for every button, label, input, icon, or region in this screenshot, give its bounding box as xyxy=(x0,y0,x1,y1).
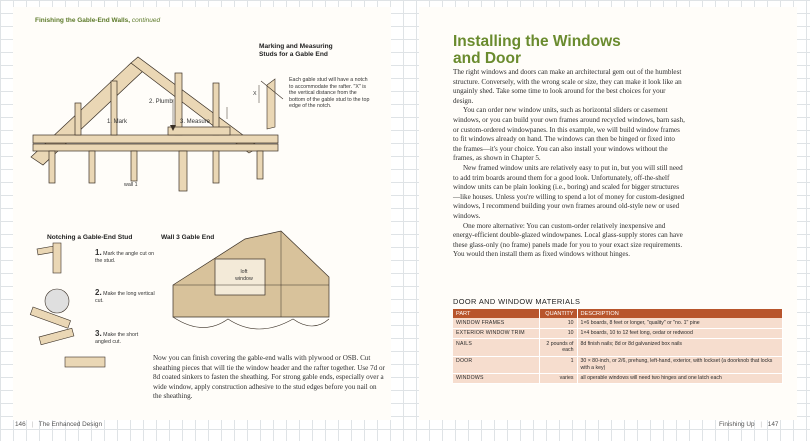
cell-part: NAILS xyxy=(453,338,540,357)
top-plate xyxy=(32,134,279,144)
running-head-title: Finishing the Gable-End Walls, xyxy=(35,17,131,24)
step-mark-label: 1. Mark xyxy=(107,119,128,125)
running-head-continued: continued xyxy=(131,17,161,24)
paragraph-4: One more alternative: You can custom-ord… xyxy=(453,221,683,259)
table-row: DOOR 1 30 × 80-inch, or 2/6, prehung, le… xyxy=(453,356,783,374)
wall-label: wall 1 xyxy=(124,182,138,188)
right-footer-title: Finishing Up xyxy=(719,421,755,428)
notch-step3-text: Make the short angled cut. xyxy=(95,332,139,345)
marking-figure-title: Marking and Measuring Studs for a Gable … xyxy=(259,43,333,59)
label-x: X xyxy=(253,91,257,97)
cell-part: WINDOW FRAMES xyxy=(453,318,540,329)
notch-step3-num: 3. xyxy=(95,329,102,338)
running-head: Finishing the Gable-End Walls, continued xyxy=(35,17,160,24)
left-footer: 146 | The Enhanced Design xyxy=(15,421,103,428)
cell-desc: 1×6 boards, 8 feet or longer, "quality" … xyxy=(577,318,783,329)
cell-part: DOOR xyxy=(453,356,540,374)
left-page: Finishing the Gable-End Walls, continued xyxy=(13,7,391,428)
table-row: NAILS 2 pounds of each 8d finish nails; … xyxy=(453,338,783,357)
right-page: Installing the Windows and Door The righ… xyxy=(419,7,797,428)
header-part: PART xyxy=(453,309,540,318)
right-body-text: The right windows and doors can make an … xyxy=(453,68,685,260)
loft-window-label: loft window xyxy=(235,269,253,282)
cell-qty: 10 xyxy=(539,328,578,340)
header-quantity: QUANTITY xyxy=(539,309,578,318)
cell-part: EXTERIOR WINDOW TRIM xyxy=(453,328,540,340)
left-body-paragraph: Now you can finish covering the gable-en… xyxy=(153,354,385,401)
left-footer-title: The Enhanced Design xyxy=(38,421,103,428)
cell-desc: 8d finish nails; 8d or 8d galvanized box… xyxy=(577,338,783,357)
paragraph-2: You can order new window units, such as … xyxy=(453,106,685,163)
gable-framing-illustration xyxy=(29,56,330,368)
materials-table: PART QUANTITY DESCRIPTION WINDOW FRAMES … xyxy=(453,309,783,385)
cell-qty: 10 xyxy=(539,318,578,329)
notch-step3: 3. Make the short angled cut. xyxy=(95,329,155,346)
left-body-text: Now you can finish covering the gable-en… xyxy=(153,354,385,402)
heading-line1: Installing the Windows xyxy=(453,33,621,50)
step-plumb-label: 2. Plumb xyxy=(149,99,173,105)
paragraph-3: New framed window units are relatively e… xyxy=(453,163,685,220)
cell-desc: 30 × 80-inch, or 2/6, prehung, left-hand… xyxy=(577,356,783,374)
loft-window-opening xyxy=(214,258,266,296)
notching-figure-title: Notching a Gable-End Stud xyxy=(47,234,133,241)
cell-qty: 2 pounds of each xyxy=(539,338,578,357)
right-footer: Finishing Up | 147 xyxy=(719,421,779,428)
marking-note: Each gable stud will have a notch to acc… xyxy=(289,77,370,110)
notch-step2-num: 2. xyxy=(95,288,102,297)
paragraph-1: The right windows and doors can make an … xyxy=(453,68,682,105)
notch-step1: 1. Mark the angle cut on the stud. xyxy=(95,248,161,265)
double-plate xyxy=(32,143,279,152)
left-folio: 146 xyxy=(15,421,26,428)
cell-qty: 1 xyxy=(539,356,578,374)
table-row: WINDOWS varies all operable windows will… xyxy=(453,373,783,385)
heading-line2: and Door xyxy=(453,50,522,67)
table-header-row: PART QUANTITY DESCRIPTION xyxy=(453,309,783,318)
wall3-figure-title: Wall 3 Gable End xyxy=(161,234,215,241)
table-row: EXTERIOR WINDOW TRIM 10 1×4 boards, 10 t… xyxy=(453,328,783,340)
notch-step1-num: 1. xyxy=(95,248,102,257)
table-row: WINDOW FRAMES 10 1×6 boards, 8 feet or l… xyxy=(453,318,783,329)
marking-title-line1: Marking and Measuring xyxy=(259,43,333,50)
cell-qty: varies xyxy=(539,373,578,385)
cell-desc: 1×4 boards, 10 to 12 feet long, cedar or… xyxy=(577,328,783,340)
notch-step1-text: Mark the angle cut on the stud. xyxy=(95,251,155,264)
header-description: DESCRIPTION xyxy=(577,309,783,318)
notch-step2: 2. Make the long vertical cut. xyxy=(95,288,155,305)
right-folio: 147 xyxy=(767,421,779,428)
section-heading: Installing the Windows and Door xyxy=(453,33,621,67)
notch-step2-text: Make the long vertical cut. xyxy=(95,291,155,304)
cell-part: WINDOWS xyxy=(453,373,540,385)
cell-desc: all operable windows will need two hinge… xyxy=(577,373,783,385)
step-measure-label: 3. Measure xyxy=(180,119,211,125)
materials-table-title: DOOR AND WINDOW MATERIALS xyxy=(453,297,581,306)
detail-stud xyxy=(266,78,276,130)
marking-title-line2: Studs for a Gable End xyxy=(259,50,328,58)
